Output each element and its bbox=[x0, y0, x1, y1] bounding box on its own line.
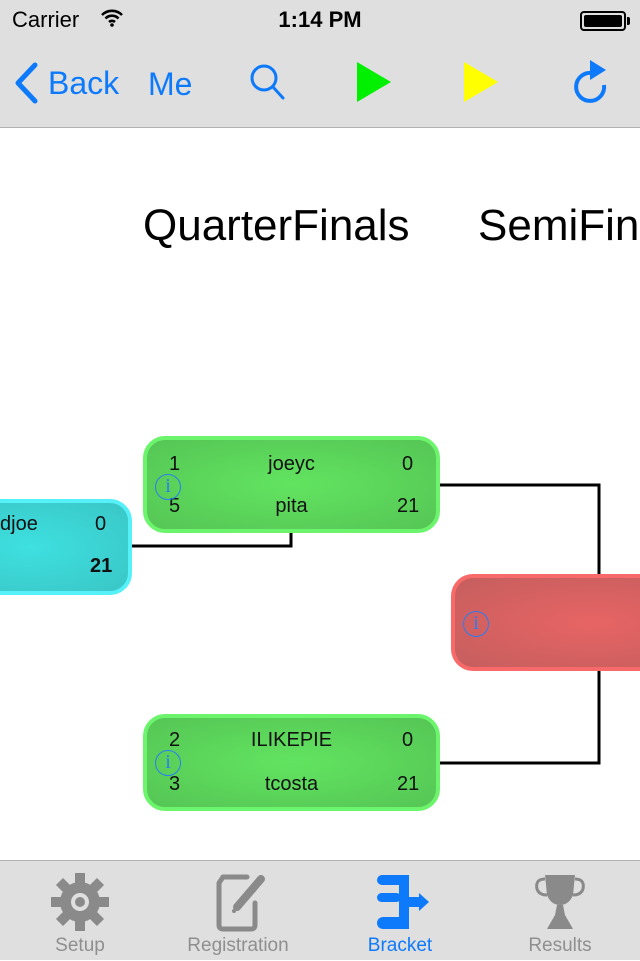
gear-icon bbox=[51, 873, 109, 931]
bracket-connector-lines bbox=[130, 483, 601, 765]
tab-label: Bracket bbox=[367, 935, 433, 956]
edit-document-icon bbox=[216, 874, 265, 932]
match-card-semifinal[interactable]: i bbox=[451, 574, 640, 671]
player-seed: 2 bbox=[169, 729, 181, 751]
player-name: djoe bbox=[0, 513, 38, 535]
player-score: 21 bbox=[397, 773, 420, 795]
back-label: Back bbox=[48, 64, 120, 101]
me-button[interactable]: Me bbox=[148, 66, 193, 102]
tab-registration[interactable]: Registration bbox=[158, 861, 318, 961]
tab-results[interactable]: Results bbox=[480, 861, 640, 961]
info-icon[interactable]: i bbox=[463, 611, 489, 637]
battery-icon bbox=[580, 11, 626, 31]
tab-bracket[interactable]: Bracket bbox=[320, 861, 480, 961]
round-title-quarterfinals: QuarterFinals bbox=[143, 201, 410, 250]
info-icon[interactable]: i bbox=[155, 750, 181, 776]
tab-label: Registration bbox=[187, 935, 289, 956]
tab-label: Setup bbox=[55, 935, 105, 956]
player-score: 21 bbox=[397, 495, 420, 517]
battery-tip bbox=[627, 17, 630, 25]
chevron-left-icon bbox=[15, 62, 38, 104]
trophy-icon bbox=[535, 875, 585, 929]
navigation-bar: Back Me bbox=[0, 40, 640, 128]
connector-qf2-to-sf bbox=[438, 669, 601, 765]
player-seed: 5 bbox=[169, 495, 181, 517]
match-card-previous-round[interactable]: djoe 0 21 bbox=[0, 499, 132, 595]
connector-qf1-to-sf bbox=[438, 483, 601, 579]
tab-label: Results bbox=[528, 935, 592, 956]
player-seed: 1 bbox=[169, 453, 181, 475]
player-seed: 3 bbox=[169, 773, 181, 795]
player-name: tcosta bbox=[264, 773, 319, 795]
connector-prev-to-qf1 bbox=[130, 529, 293, 548]
search-icon[interactable] bbox=[248, 62, 288, 107]
match-card-quarterfinal-1[interactable]: 1 joeyc 0 5 pita 21 i bbox=[143, 436, 440, 533]
info-icon[interactable]: i bbox=[155, 474, 181, 500]
bracket-view[interactable]: QuarterFinals SemiFinals djoe 0 21 1 joe… bbox=[0, 129, 640, 860]
carrier-label: Carrier bbox=[12, 7, 80, 32]
play-green-icon[interactable] bbox=[357, 62, 393, 107]
match-card-quarterfinal-2[interactable]: 2 ILIKEPIE 0 3 tcosta 21 i bbox=[143, 714, 440, 811]
refresh-icon[interactable] bbox=[568, 58, 612, 111]
player-score: 21 bbox=[90, 555, 113, 577]
player-name: joeyc bbox=[268, 453, 315, 475]
bracket-icon bbox=[377, 875, 429, 929]
tab-setup[interactable]: Setup bbox=[0, 861, 160, 961]
player-score: 0 bbox=[95, 513, 107, 535]
player-name: ILIKEPIE bbox=[250, 729, 333, 751]
tab-bar: Setup Registration Bracket bbox=[0, 860, 640, 960]
player-name: pita bbox=[275, 495, 308, 517]
back-button[interactable]: Back bbox=[14, 62, 119, 104]
status-bar: Carrier 1:14 PM bbox=[0, 0, 640, 40]
round-title-semifinals: SemiFinals bbox=[478, 201, 640, 250]
wifi-icon bbox=[100, 8, 124, 33]
player-score: 0 bbox=[402, 729, 414, 751]
play-yellow-icon[interactable] bbox=[464, 62, 500, 107]
clock: 1:14 PM bbox=[278, 7, 362, 32]
player-score: 0 bbox=[402, 453, 414, 475]
